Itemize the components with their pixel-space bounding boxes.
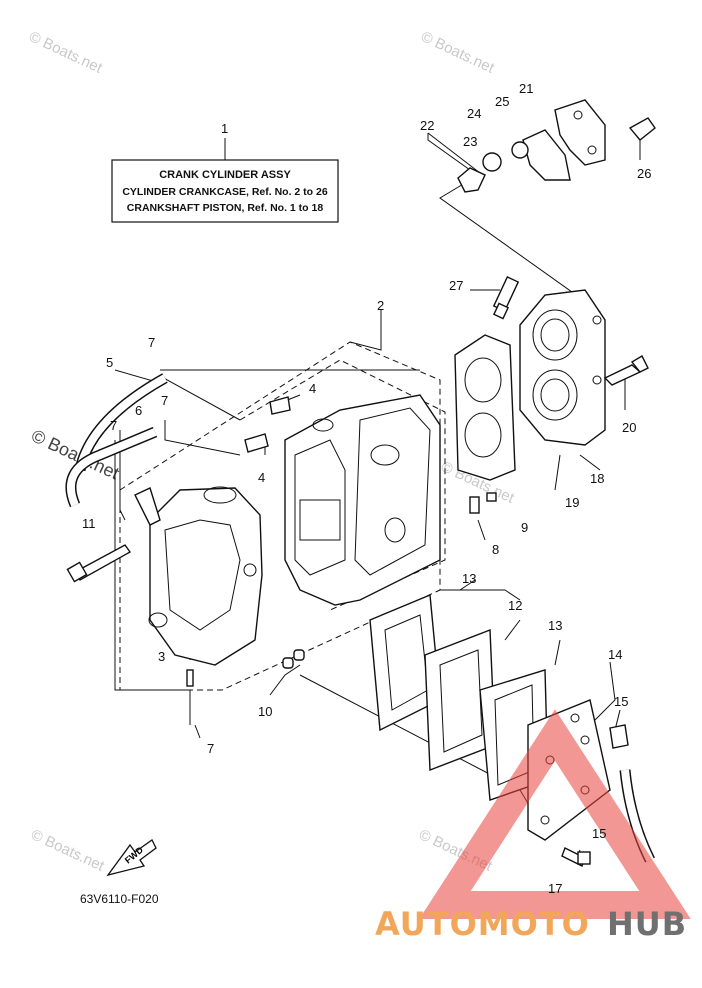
callout-27: 27 — [449, 278, 463, 293]
dowel-pins-10 — [282, 649, 305, 669]
callout-7c: 7 — [110, 418, 117, 433]
callout-2: 2 — [377, 298, 384, 313]
brand-hub: HUB — [607, 905, 687, 943]
callout-23: 23 — [463, 134, 477, 149]
callout-7a: 7 — [148, 335, 155, 350]
callout-24: 24 — [467, 106, 481, 121]
callout-18: 18 — [590, 471, 604, 486]
callout-7b: 7 — [161, 393, 168, 408]
crankcase-part — [134, 486, 263, 666]
brand-triangle-logo — [419, 709, 691, 919]
callout-10: 10 — [258, 704, 272, 719]
callout-13b: 13 — [548, 618, 562, 633]
callout-11: 11 — [82, 516, 96, 531]
callout-21: 21 — [519, 81, 533, 96]
watermark-bottom-left: © Boats.net — [28, 826, 107, 875]
callout-9: 9 — [521, 520, 528, 535]
callout-20: 20 — [622, 420, 636, 435]
fittings-4 — [244, 396, 291, 453]
cylinder-block-part — [284, 394, 441, 606]
callout-13a: 13 — [462, 571, 476, 586]
fwd-arrow: FWD — [106, 839, 157, 877]
callout-6: 6 — [135, 403, 142, 418]
callout-26: 26 — [637, 166, 651, 181]
callout-12: 12 — [508, 598, 522, 613]
head-gasket-part — [454, 334, 516, 481]
watermark-top-left: © Boats.net — [26, 28, 105, 77]
callout-14: 14 — [608, 647, 622, 662]
callout-numbers: 1 2 3 4 4 5 6 7 7 7 7 8 9 10 11 12 13 13… — [82, 81, 651, 896]
callout-15b: 15 — [592, 826, 606, 841]
watermark-top-right: © Boats.net — [418, 28, 497, 77]
callout-8: 8 — [492, 542, 499, 557]
callout-1: 1 — [221, 121, 228, 136]
spark-plug-part — [492, 276, 520, 320]
bolts — [66, 355, 649, 867]
callout-19: 19 — [565, 495, 579, 510]
cylinder-head-part — [519, 289, 606, 446]
callout-17: 17 — [548, 881, 562, 896]
callout-15a: 15 — [614, 694, 628, 709]
assy-title: CRANK CYLINDER ASSY — [159, 169, 291, 181]
assembly-label-box: CRANK CYLINDER ASSY CYLINDER CRANKCASE, … — [111, 138, 339, 223]
callout-4b: 4 — [258, 470, 265, 485]
callout-3: 3 — [158, 649, 165, 664]
callout-5: 5 — [106, 355, 113, 370]
callout-22: 22 — [420, 118, 434, 133]
assy-line-1: CYLINDER CRANKCASE, Ref. No. 2 to 26 — [122, 186, 328, 198]
thermostat-cover-part — [457, 99, 656, 193]
assy-line-2: CRANKSHAFT PISTON, Ref. No. 1 to 18 — [127, 202, 324, 214]
diagram-code: 63V6110-F020 — [80, 892, 159, 906]
callout-25: 25 — [495, 94, 509, 109]
callout-4a: 4 — [309, 381, 316, 396]
callout-7d: 7 — [207, 741, 214, 756]
brand-automoto: AUTOMOTO — [375, 905, 590, 943]
